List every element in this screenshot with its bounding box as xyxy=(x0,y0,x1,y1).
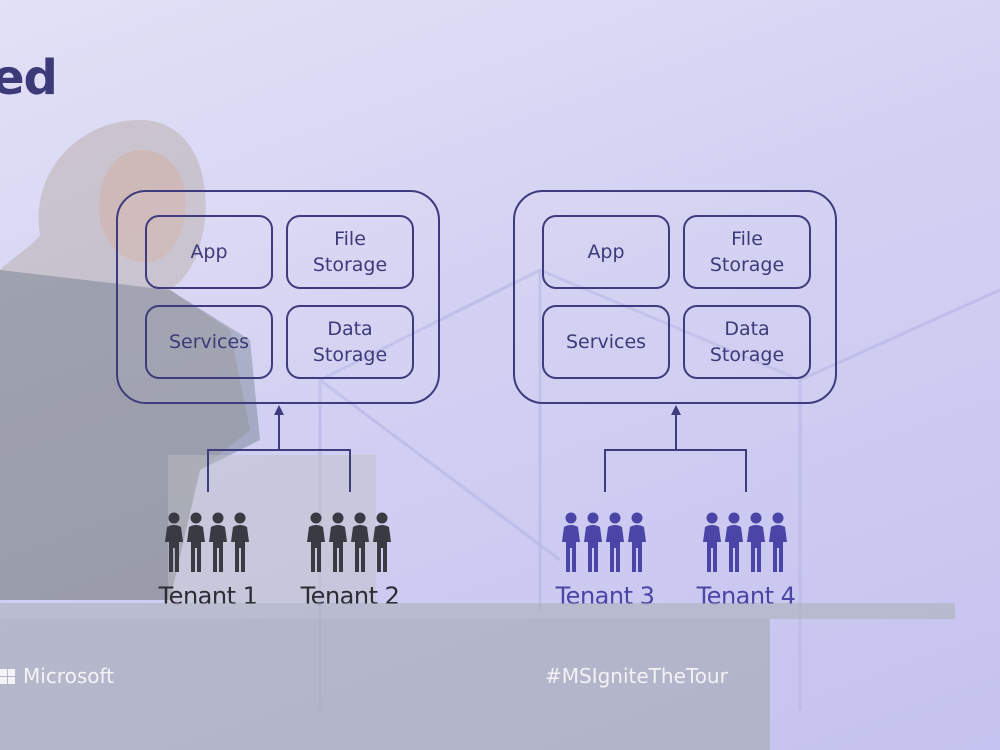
person-icon xyxy=(562,512,580,572)
person-icon xyxy=(231,512,249,572)
arrow-up-icon xyxy=(274,405,284,415)
person-icon xyxy=(307,512,325,572)
person-icon xyxy=(703,512,721,572)
slide-title: ed xyxy=(0,50,58,106)
brand-text: Microsoft xyxy=(23,664,115,688)
person-icon xyxy=(769,512,787,572)
microsoft-brand: Microsoft xyxy=(0,664,114,688)
person-icon xyxy=(606,512,624,572)
data-storage-box: Data Storage xyxy=(683,305,811,379)
architecture-stack-left: App File Storage Services Data Storage xyxy=(116,190,440,404)
services-box: Services xyxy=(542,305,670,379)
person-icon xyxy=(209,512,227,572)
person-icon xyxy=(747,512,765,572)
file-storage-box: File Storage xyxy=(683,215,811,289)
architecture-stack-right: App File Storage Services Data Storage xyxy=(513,190,837,404)
connector-left xyxy=(207,449,351,492)
people-group-icon xyxy=(307,512,391,572)
microsoft-logo-icon xyxy=(0,668,15,684)
people-group-icon xyxy=(562,512,646,572)
tenant-3: Tenant 3 xyxy=(540,512,670,610)
person-icon xyxy=(373,512,391,572)
person-icon xyxy=(725,512,743,572)
person-icon xyxy=(584,512,602,572)
person-icon xyxy=(628,512,646,572)
app-box: App xyxy=(542,215,670,289)
people-group-icon xyxy=(703,512,787,572)
people-group-icon xyxy=(165,512,249,572)
services-box: Services xyxy=(145,305,273,379)
arrow-up-icon xyxy=(671,405,681,415)
person-icon xyxy=(187,512,205,572)
person-icon xyxy=(329,512,347,572)
stage-podium xyxy=(0,619,770,750)
connector-right xyxy=(604,449,747,492)
stage-desk xyxy=(0,603,955,619)
tenant-4: Tenant 4 xyxy=(681,512,811,610)
app-box: App xyxy=(145,215,273,289)
file-storage-box: File Storage xyxy=(286,215,414,289)
data-storage-box: Data Storage xyxy=(286,305,414,379)
person-icon xyxy=(351,512,369,572)
tenant-1: Tenant 1 xyxy=(143,512,273,610)
person-icon xyxy=(165,512,183,572)
event-hashtag: #MSIgniteTheTour xyxy=(545,664,728,688)
tenant-2: Tenant 2 xyxy=(285,512,415,610)
